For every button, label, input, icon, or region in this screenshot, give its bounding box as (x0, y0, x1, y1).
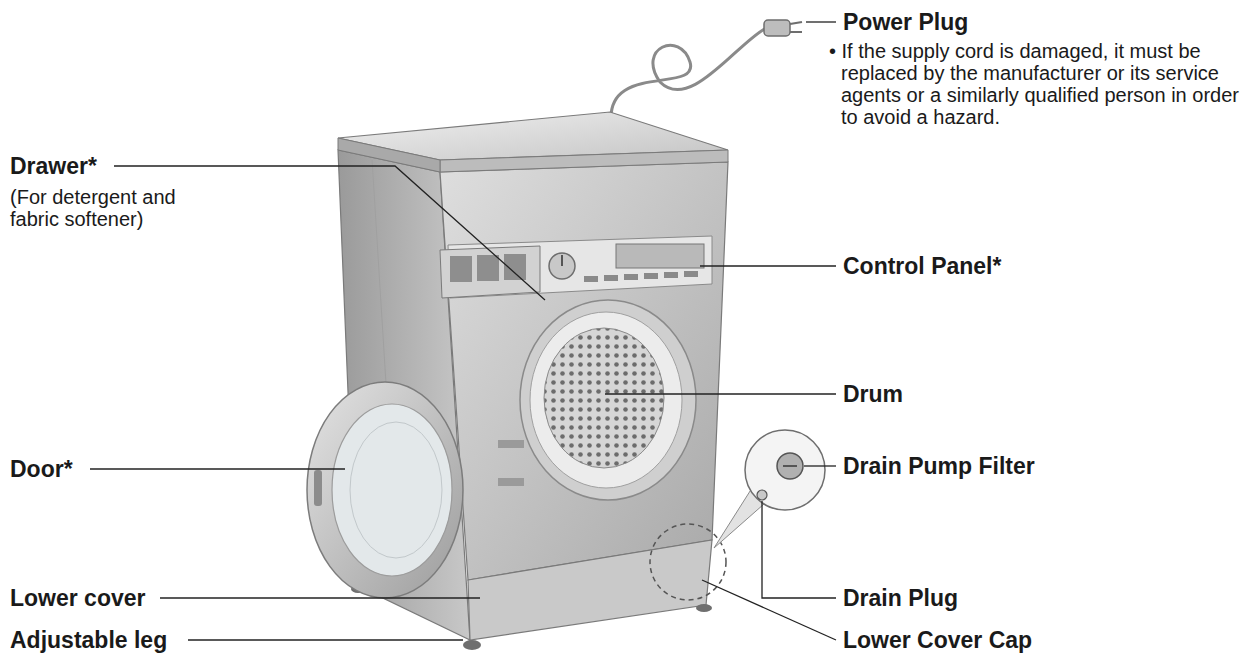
leader-line (806, 21, 836, 22)
part-name: Adjustable leg (10, 626, 167, 654)
detail-marker (650, 524, 726, 600)
part-name: Drum (843, 380, 903, 408)
plug-body (764, 20, 790, 36)
leader-line (605, 393, 836, 394)
power-cord (611, 20, 802, 128)
leader-line (702, 580, 836, 640)
door-glass (332, 404, 452, 576)
panel-button (584, 276, 598, 282)
top-plate-edge (338, 138, 440, 172)
program-dial (549, 253, 575, 279)
leader-lines (90, 22, 836, 640)
drum-opening (520, 300, 696, 500)
part-name: Drain Pump Filter (843, 452, 1035, 480)
panel-button (664, 272, 678, 278)
control-panel (440, 236, 712, 298)
leg-foot (463, 640, 481, 650)
drain-plug-symbol (757, 490, 767, 500)
drawer-slot (477, 255, 499, 281)
leader-line (762, 501, 836, 598)
lower-cover-panel (468, 540, 712, 640)
drawer-slot (450, 256, 472, 282)
pump-filter-cap (777, 453, 803, 479)
warning-note: • If the supply cord is damaged, it must… (829, 40, 1246, 128)
part-note: (For detergent and fabric softener) (10, 186, 210, 230)
front-panel (440, 162, 728, 580)
part-name: Control Panel* (843, 252, 1001, 280)
panel-button (604, 275, 618, 281)
leader-line (804, 465, 836, 466)
part-name: Drawer* (10, 152, 97, 180)
drum-perforations (544, 328, 664, 468)
door-frame (307, 382, 463, 598)
leader-line (188, 639, 463, 640)
display-window (616, 244, 704, 268)
leader-line (700, 265, 836, 266)
leader-line (160, 597, 480, 598)
leader-line (90, 468, 345, 469)
leg-foot (696, 604, 712, 612)
part-name: Lower Cover Cap (843, 626, 1032, 654)
plug-pin (790, 22, 802, 24)
door-handle (314, 470, 322, 506)
magnifier-circle (745, 430, 825, 510)
door-hinge (498, 440, 524, 448)
plug-pin (790, 31, 802, 33)
leader-line (114, 166, 545, 300)
drawer-front (440, 246, 540, 298)
pump-filter-grip (783, 465, 797, 467)
door-hinge (498, 478, 524, 486)
cord-line (611, 28, 766, 128)
panel-button (684, 271, 698, 277)
dial-mark (561, 255, 563, 266)
door-glass-rim (350, 422, 442, 558)
door-ring (520, 300, 696, 500)
filter-callout (650, 430, 825, 600)
part-name: Power Plug (843, 8, 968, 36)
door-seal (530, 312, 682, 488)
part-name: Door* (10, 455, 73, 483)
top-plate-edge (440, 150, 728, 172)
panel-button (644, 273, 658, 279)
open-door (307, 382, 524, 598)
part-name: Drain Plug (843, 584, 958, 612)
part-name: Lower cover (10, 584, 146, 612)
panel-button (624, 274, 638, 280)
